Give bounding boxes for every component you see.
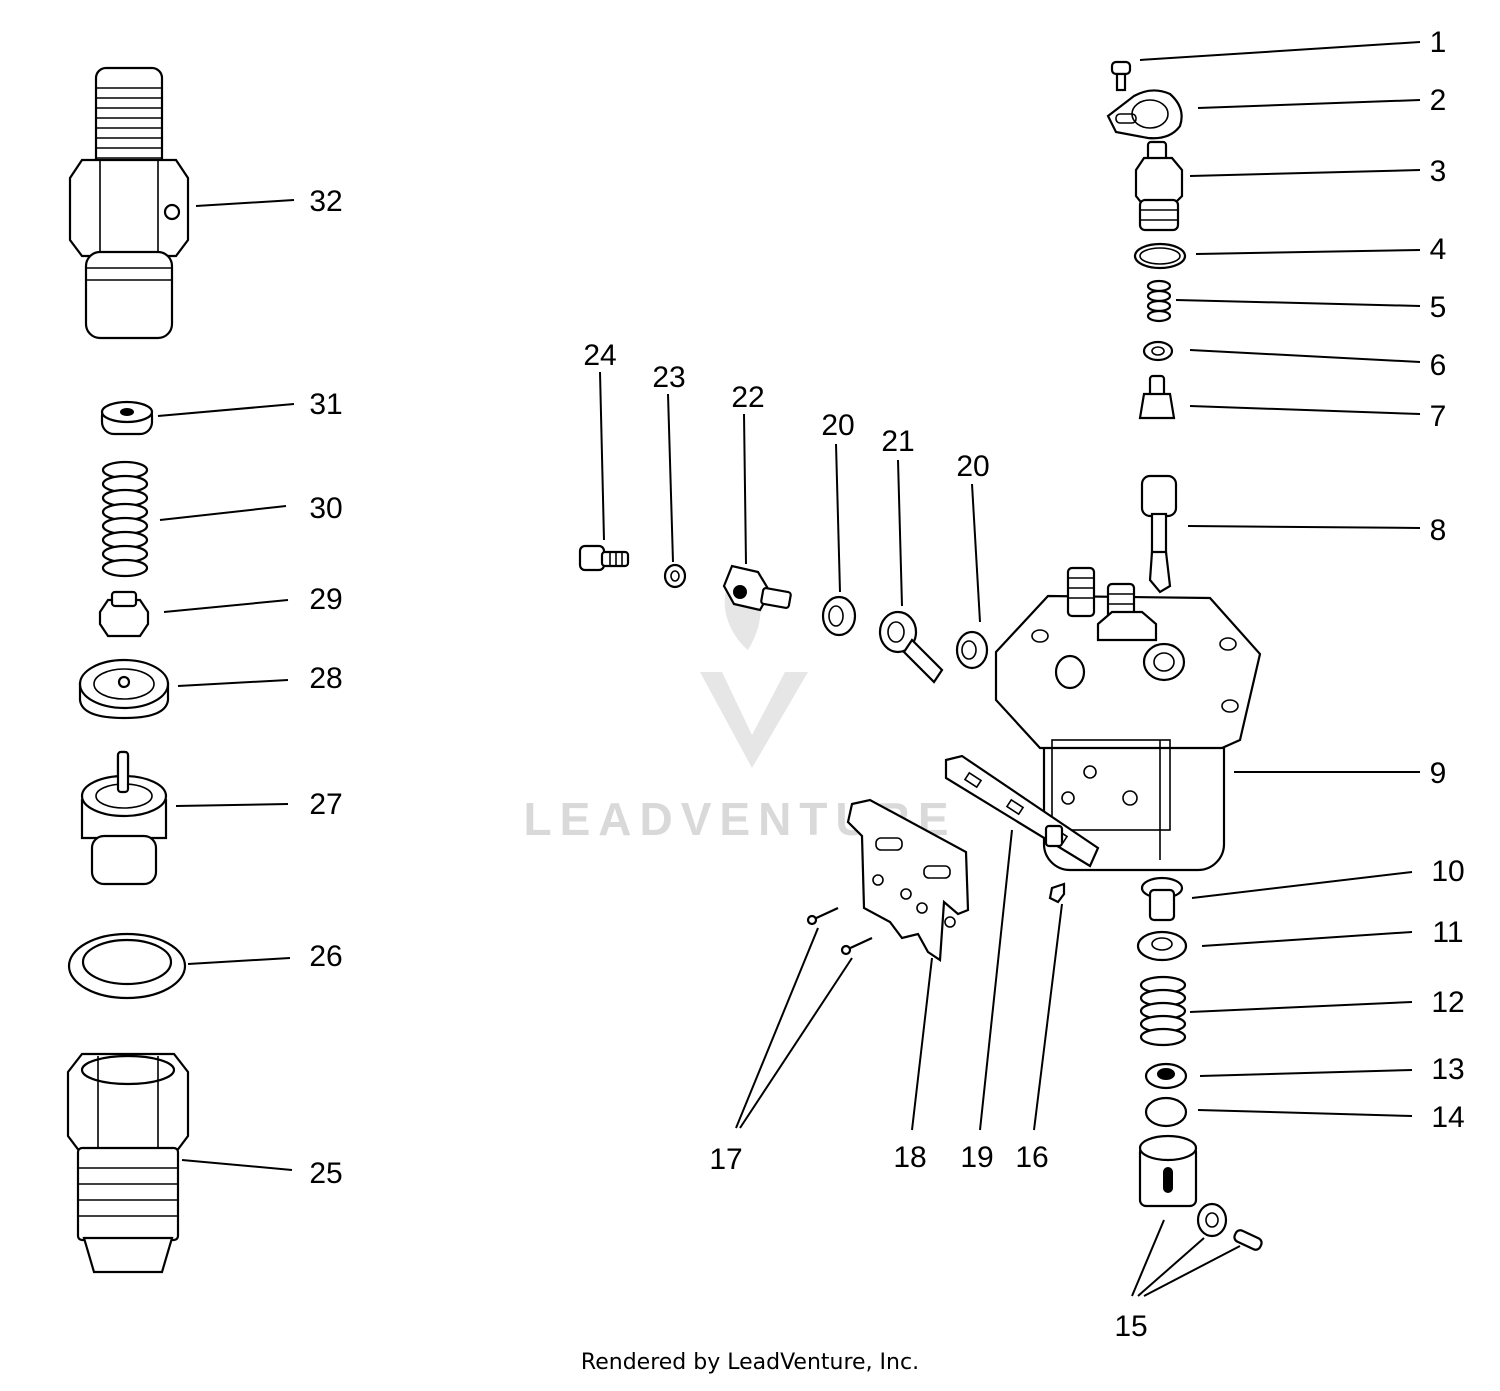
callout-30: 30 xyxy=(309,492,342,525)
callout-18: 18 xyxy=(893,1141,926,1174)
callout-31: 31 xyxy=(309,388,342,421)
callout-20-a: 20 xyxy=(821,409,854,442)
callout-3: 3 xyxy=(1430,155,1447,188)
part-7-delivery-valve xyxy=(1138,374,1176,420)
part-10-collar xyxy=(1140,876,1184,922)
part-31-spacer xyxy=(100,400,154,436)
callout-20-b: 20 xyxy=(956,450,989,483)
callout-25: 25 xyxy=(309,1157,342,1190)
callout-6: 6 xyxy=(1430,349,1447,382)
part-1-screw xyxy=(1110,60,1132,92)
part-32-nozzle-holder xyxy=(68,66,190,340)
part-2-plate xyxy=(1106,89,1183,140)
part-29-plug xyxy=(98,590,150,638)
callout-10: 10 xyxy=(1431,855,1464,888)
part-13-lower-seat xyxy=(1144,1062,1188,1090)
callout-32: 32 xyxy=(309,185,342,218)
part-14-shim xyxy=(1144,1096,1188,1128)
part-22-banjo-bolt xyxy=(722,564,792,612)
callout-14: 14 xyxy=(1431,1101,1464,1134)
part-9-injection-pump-body xyxy=(994,566,1262,872)
callout-26: 26 xyxy=(309,940,342,973)
part-19-control-rack xyxy=(944,754,1100,868)
callout-16: 16 xyxy=(1015,1141,1048,1174)
part-20-gasket-a xyxy=(821,595,857,637)
part-23-washer xyxy=(663,563,687,589)
callout-11: 11 xyxy=(1432,916,1463,949)
leader-lines xyxy=(157,41,1421,1297)
part-20-gasket-b xyxy=(955,630,989,670)
callout-2: 2 xyxy=(1430,84,1447,117)
part-4-o-ring xyxy=(1133,242,1187,270)
callout-29: 29 xyxy=(309,583,342,616)
watermark: LEADVENTURE xyxy=(523,570,949,845)
callouts: 1 2 3 4 5 6 7 8 9 10 11 12 13 14 15 16 1… xyxy=(309,26,1464,1343)
part-5-spring xyxy=(1146,279,1172,323)
part-25-retaining-nut xyxy=(66,1052,190,1274)
part-11-spring-seat xyxy=(1136,930,1188,962)
part-6-washer xyxy=(1142,340,1174,362)
part-16-screw xyxy=(1048,882,1066,904)
part-30-spring xyxy=(101,460,149,578)
part-17-screws xyxy=(806,907,873,956)
callout-1: 1 xyxy=(1430,26,1447,59)
callout-22: 22 xyxy=(731,381,764,414)
callout-23: 23 xyxy=(652,361,685,394)
callout-17: 17 xyxy=(709,1143,742,1176)
part-24-bolt xyxy=(578,544,630,572)
callout-7: 7 xyxy=(1430,400,1447,433)
part-3-delivery-valve-holder xyxy=(1134,140,1184,232)
callout-4: 4 xyxy=(1430,233,1447,266)
callout-9: 9 xyxy=(1430,757,1447,790)
callout-21: 21 xyxy=(881,425,914,458)
part-18-cover-plate xyxy=(846,798,970,962)
callout-5: 5 xyxy=(1430,291,1447,324)
callout-12: 12 xyxy=(1431,986,1464,1019)
part-28-cap xyxy=(78,658,170,720)
callout-8: 8 xyxy=(1430,514,1447,547)
callout-24: 24 xyxy=(583,339,616,372)
footer-credit: Rendered by LeadVenture, Inc. xyxy=(580,1350,920,1375)
part-27-nozzle xyxy=(80,750,168,886)
part-8-plunger xyxy=(1140,474,1178,594)
part-21-banjo-fitting xyxy=(878,610,944,684)
callout-28: 28 xyxy=(309,662,342,695)
part-15-tappet-assembly xyxy=(1138,1134,1263,1251)
callout-19: 19 xyxy=(960,1141,993,1174)
callout-15: 15 xyxy=(1114,1310,1147,1343)
part-12-plunger-spring xyxy=(1139,975,1187,1047)
callout-13: 13 xyxy=(1431,1053,1464,1086)
part-26-washer xyxy=(67,932,187,1000)
callout-27: 27 xyxy=(309,788,342,821)
